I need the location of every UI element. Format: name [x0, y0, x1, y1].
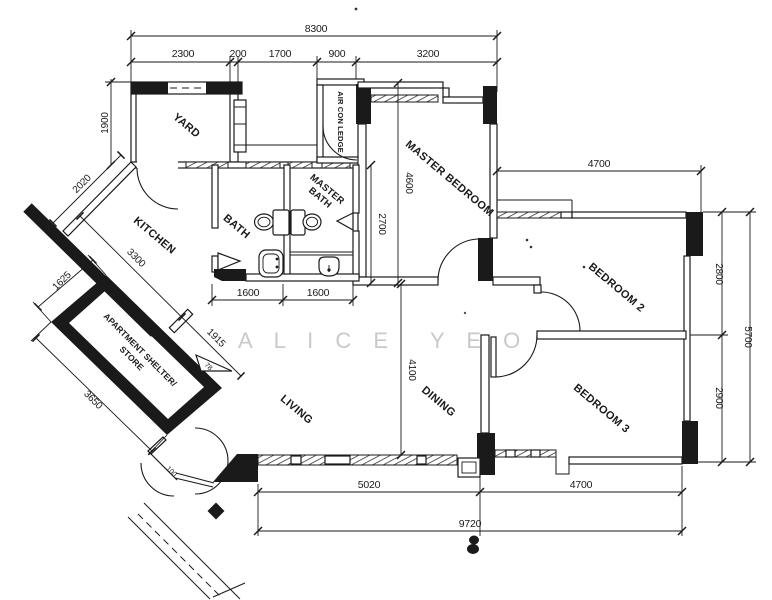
living-corner-block	[213, 454, 258, 482]
dim-yard-left: 1900	[100, 112, 111, 134]
mbath-right-wall-lower	[352, 230, 360, 278]
bath-toilet	[253, 209, 290, 236]
mbr-top-right-column	[483, 86, 497, 124]
dim-top-seg1: 2300	[172, 48, 195, 60]
mbr-top-wall-right	[442, 96, 484, 104]
entrance-threshold2	[174, 477, 214, 488]
aircon-arc	[322, 125, 358, 161]
hall-north-wall-left	[352, 276, 439, 286]
dim-entry-small: 78	[203, 362, 214, 373]
bed3-bottom-wall	[568, 456, 683, 465]
entrance-threshold1	[175, 472, 215, 484]
bath-left-wall-upper	[211, 164, 219, 229]
window-band-2	[245, 161, 281, 169]
bed2-top-wall-mid	[560, 211, 573, 219]
living-window-mullion3	[416, 455, 427, 465]
bed3-door-arc	[494, 334, 538, 378]
bed3-window-mullion2	[530, 449, 541, 458]
mbr-door-leaf	[478, 238, 493, 281]
aircon-right-column	[356, 84, 371, 124]
bath-sink	[258, 249, 284, 278]
dim-bed2-height: 2800	[713, 263, 724, 285]
shelter-door-splay	[195, 353, 233, 372]
dimensions: 8300 2300 200 1700 900 3200 1	[30, 23, 756, 536]
dim-top-total: 8300	[305, 23, 328, 35]
dim-bottom-total: 9720	[459, 518, 482, 530]
kitchen-door-arc	[136, 167, 179, 210]
watermark: A L I C E Y E O	[238, 328, 528, 353]
bed2-top-wall	[571, 211, 687, 219]
entrance-door-arc2	[140, 462, 175, 497]
dim-bath-height: 2700	[376, 213, 387, 235]
entrance-post	[207, 502, 225, 520]
living-right-column	[480, 434, 494, 474]
dim-bath-width2: 1600	[307, 287, 330, 299]
window-band-1	[185, 161, 229, 169]
bath-door-wedge	[217, 252, 242, 271]
yard-rack-fixture	[233, 99, 247, 153]
shelter-walls	[51, 275, 222, 435]
yard-top-wall-black-right	[206, 82, 242, 94]
yard-top-wall-black-left	[131, 82, 168, 94]
stamp-mark-bottom	[467, 544, 479, 554]
mbath-door-wedge	[335, 212, 354, 232]
top-extension-lines	[130, 30, 498, 92]
watermark-name-part2: Y E O	[430, 328, 528, 353]
living-window-mullion2	[324, 455, 351, 465]
corridor-band	[127, 502, 246, 600]
living-planter-box-inner	[461, 461, 477, 474]
mbr-door-arc	[437, 238, 479, 282]
mbr-top-wall-left	[357, 81, 444, 89]
mbath-sink	[318, 256, 340, 277]
bed3-bay-notch	[555, 450, 570, 475]
dim-top-seg3: 1700	[269, 48, 292, 60]
bath-corner-block	[214, 269, 246, 281]
mbr-window	[370, 94, 439, 103]
dim-bed3-height: 2900	[713, 387, 724, 409]
room-label-aircon: AIR CON LEDGE	[336, 91, 345, 153]
window-band-3	[287, 161, 313, 169]
dim-top-seg2: 200	[230, 48, 247, 60]
entrance-door-arc1	[194, 427, 229, 495]
walls	[23, 78, 703, 600]
dim-top-seg4: 900	[329, 48, 346, 60]
bed3-window	[494, 449, 557, 458]
mbath-toilet	[290, 209, 322, 236]
stamp-mark-top	[469, 535, 479, 545]
dim-living-height: 4100	[406, 359, 417, 381]
shelter-hatch-opening	[168, 308, 194, 334]
bed3-window-mullion1	[505, 449, 516, 458]
bath-extension-lines	[211, 284, 354, 306]
mbath-right-wall-upper	[352, 164, 360, 214]
bed2-window	[496, 211, 562, 219]
bed3-door-leaf	[490, 336, 497, 378]
living-window	[257, 454, 458, 466]
dim-top-seg5: 3200	[417, 48, 440, 60]
yard-left-wall	[130, 93, 137, 165]
watermark-name-part1: A L I C E	[238, 328, 396, 353]
scan-artifacts	[354, 7, 586, 554]
dim-right-total: 5700	[742, 326, 753, 348]
dim-bottom-left: 5020	[358, 479, 381, 491]
dim-bottom-right: 4700	[570, 479, 593, 491]
living-window-mullion1	[290, 455, 302, 465]
bed2-door-jamb	[533, 284, 542, 294]
bath-bottom-wall	[245, 273, 360, 282]
aircon-left-wall	[316, 84, 324, 163]
bed2-top-right-column	[686, 212, 703, 256]
dim-bath-width1: 1600	[237, 287, 260, 299]
living-planter-box	[457, 457, 481, 478]
bed3-bottom-right-column	[682, 421, 698, 464]
bed3-left-wall	[480, 334, 490, 434]
bed23-divider-wall	[536, 330, 687, 340]
bed2-door-arc	[540, 291, 581, 332]
mbr-top-wall-step	[442, 87, 450, 98]
kitchen-door-opening	[137, 161, 178, 169]
hall-north-wall-right	[492, 276, 541, 286]
mbr-right-wall	[489, 123, 498, 239]
dim-mbr-height: 4600	[403, 172, 414, 194]
dim-bed2-width: 4700	[588, 158, 611, 170]
fixtures	[253, 209, 340, 278]
